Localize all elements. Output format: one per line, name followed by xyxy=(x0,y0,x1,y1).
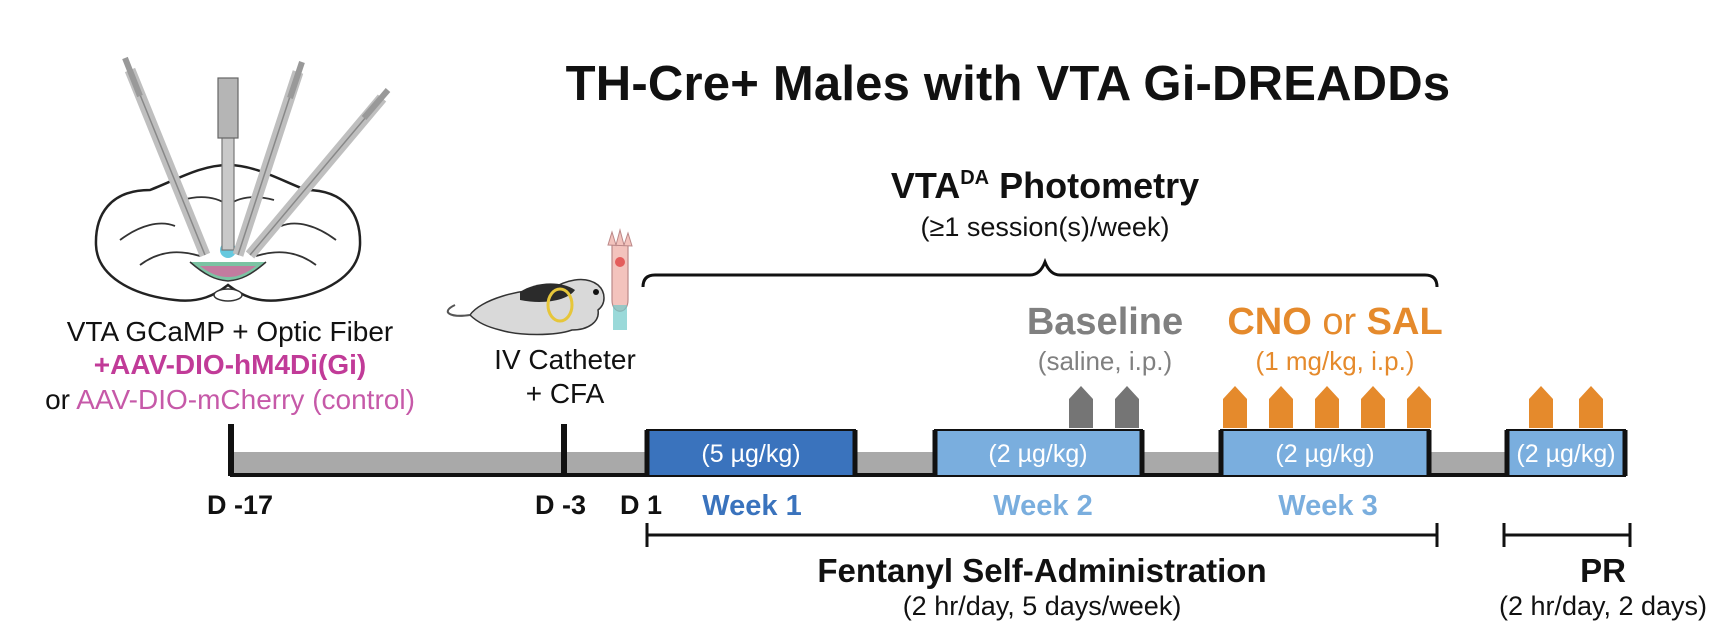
catheter-line1: IV Catheter xyxy=(494,344,636,375)
day-label-d-1: D 1 xyxy=(620,490,663,520)
photometry-label-sup: DA xyxy=(960,167,990,189)
segment-week3-dose: (2 µg/kg) xyxy=(1275,440,1375,468)
segment-week2-dose: (2 µg/kg) xyxy=(988,440,1088,468)
treatment-injection-marker xyxy=(1361,386,1385,428)
baseline-title: Baseline xyxy=(1026,301,1184,343)
segment-week1 xyxy=(646,429,856,477)
baseline-injection-marker xyxy=(1115,386,1139,428)
pr-title: PR xyxy=(1580,552,1626,589)
paw-illustration xyxy=(607,228,633,330)
catheter-line2: + CFA xyxy=(525,378,605,409)
week-label-3: Week 3 xyxy=(1278,490,1378,522)
main-title: TH-Cre+ Males with VTA Gi-DREADDs xyxy=(565,57,1451,111)
surgery-line3-prefix: or xyxy=(45,384,77,415)
photometry-label-main: VTA xyxy=(890,165,961,206)
self-admin-bracket xyxy=(645,523,1439,547)
treatment-injection-marker xyxy=(1315,386,1339,428)
segment-week2 xyxy=(934,429,1143,477)
baseline-subtitle: (saline, i.p.) xyxy=(1037,346,1173,376)
treatment-title: CNO or SAL xyxy=(1227,303,1442,341)
pr-subtitle: (2 hr/day, 2 days) xyxy=(1498,591,1708,621)
self-admin-subtitle: (2 hr/day, 5 days/week) xyxy=(902,591,1182,621)
photometry-title: VTADA Photometry xyxy=(891,168,1199,204)
treatment-injection-marker xyxy=(1407,386,1431,428)
photometry-brace xyxy=(641,257,1439,288)
tick-d-3 xyxy=(561,424,567,476)
treatment-or: or xyxy=(1311,301,1367,343)
treatment-injection-marker xyxy=(1269,386,1293,428)
treatment-injection-marker xyxy=(1223,386,1247,428)
treatment-injection-markers xyxy=(1223,386,1603,428)
photometry-subtitle: (≥1 session(s)/week) xyxy=(920,212,1170,242)
baseline-injection-marker xyxy=(1069,386,1093,428)
pr-injection-marker xyxy=(1529,386,1553,428)
self-admin-title: Fentanyl Self-Administration xyxy=(817,552,1267,589)
surgery-line1: VTA GCaMP + Optic Fiber xyxy=(66,316,394,347)
segment-pr xyxy=(1506,429,1626,477)
treatment-subtitle: (1 mg/kg, i.p.) xyxy=(1255,346,1415,376)
baseline-injection-markers xyxy=(1069,386,1139,428)
surgery-line3: or AAV-DIO-mCherry (control) xyxy=(45,386,415,414)
day-label-d-17: D -17 xyxy=(207,490,274,520)
week-label-1: Week 1 xyxy=(702,490,802,522)
surgery-line2: +AAV-DIO-hM4Di(Gi) xyxy=(93,349,367,380)
brain-illustration xyxy=(94,56,391,302)
treatment-cno: CNO xyxy=(1227,301,1312,343)
pr-injection-marker xyxy=(1579,386,1603,428)
segment-pr-dose: (2 µg/kg) xyxy=(1516,440,1616,468)
treatment-sal: SAL xyxy=(1366,301,1443,343)
week-label-2: Week 2 xyxy=(993,490,1093,522)
tick-d-17 xyxy=(228,424,234,476)
photometry-label-rest: Photometry xyxy=(989,165,1200,206)
rat-illustration xyxy=(446,278,605,336)
surgery-line3-control: AAV-DIO-mCherry (control) xyxy=(76,384,415,415)
segment-week1-dose: (5 µg/kg) xyxy=(701,440,801,468)
day-label-d-3: D -3 xyxy=(535,490,587,520)
pr-bracket xyxy=(1502,523,1632,547)
